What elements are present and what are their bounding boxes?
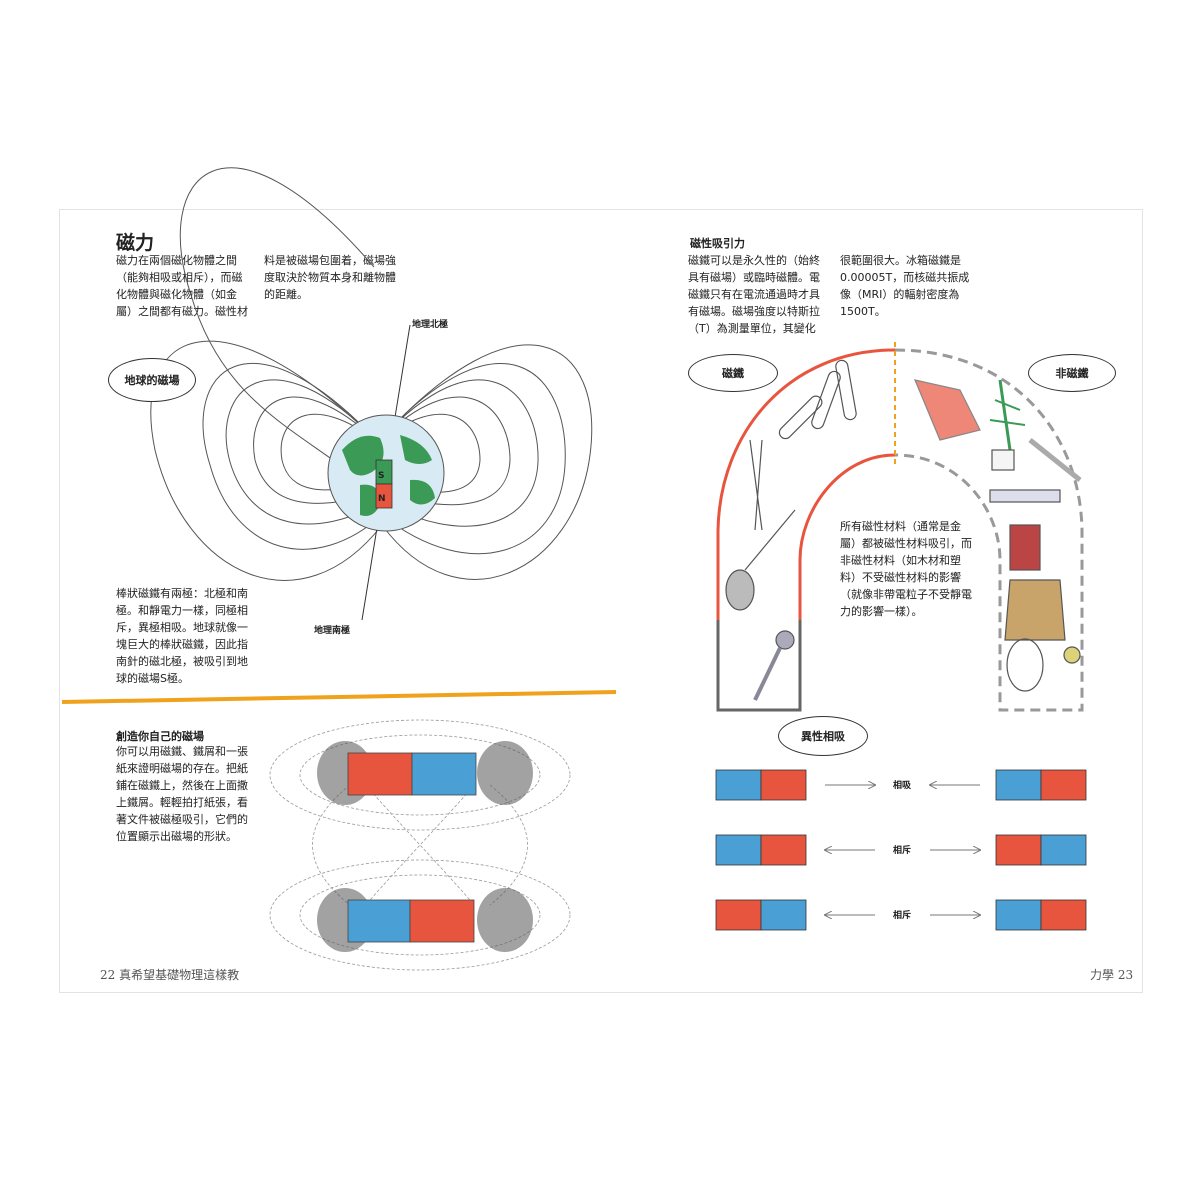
row-label-attract: 相吸 xyxy=(893,781,912,791)
folio-left: 22 真希望基礎物理這樣教 xyxy=(100,968,240,982)
opposites-attract-label: 異性相吸 xyxy=(778,716,868,756)
row-repel-2 xyxy=(715,899,1087,931)
attraction-text-col2: 很範圍很大。冰箱磁鐵是0.00005T，而核磁共振成像（MRI）的輻射密度為15… xyxy=(840,254,970,318)
row-attract xyxy=(715,769,1087,801)
intro-text-col1: 磁力在兩個磁化物體之間（能夠相吸或相斥），而磁化物體與磁化物體（如金屬）之間都有… xyxy=(116,254,248,318)
magnet-s-label: S xyxy=(378,471,385,481)
non-magnetic-label: 非磁鐵 xyxy=(1028,354,1116,392)
attraction-title: 磁性吸引力 xyxy=(690,237,745,250)
make-field-text: 你可以用磁鐵、鐵屑和一張紙來證明磁場的存在。把紙鋪在磁鐵上，然後在上面撒上鐵屑。… xyxy=(116,745,248,843)
materials-text: 所有磁性材料（通常是金屬）都被磁性材料吸引，而非磁性材料（如木材和塑料）不受磁性… xyxy=(840,520,972,618)
earth-field-diagram xyxy=(150,167,593,621)
north-pole-label: 地理北極 xyxy=(412,320,449,330)
page-title: 磁力 xyxy=(116,232,155,254)
south-pole-label: 地理南極 xyxy=(314,626,351,636)
section-divider xyxy=(61,690,617,704)
folio-right: 力學 23 xyxy=(1090,968,1134,982)
row-label-repel-1: 相斥 xyxy=(893,846,912,856)
attraction-text-col1: 磁鐵可以是永久性的（始終具有磁場）或臨時磁體。電磁鐵只有在電流通過時才具有磁場。… xyxy=(688,254,820,335)
book-spread: 磁力 磁力在兩個磁化物體之間（能夠相吸或相斥），而磁化物體與磁化物體（如金屬）之… xyxy=(59,167,1143,993)
row-repel-1 xyxy=(715,834,1087,866)
intro-text-col2: 料是被磁場包圍着，磁場強度取決於物質本身和離物體的距離。 xyxy=(264,254,396,301)
earth-field-label: 地球的磁場 xyxy=(108,358,196,402)
magnet-n-pole xyxy=(375,483,393,509)
bottom-magnet-blue xyxy=(347,899,411,943)
magnet-n-label: N xyxy=(378,494,386,504)
row-label-repel-2: 相斥 xyxy=(893,911,912,921)
bar-magnet-text: 棒狀磁鐵有兩極：北極和南極。和靜電力一樣，同極相斥，異極相吸。地球就像一塊巨大的… xyxy=(116,587,248,685)
top-magnet-blue xyxy=(411,752,477,796)
magnetic-track-diagram xyxy=(716,342,1084,712)
iron-filings-illustration xyxy=(269,719,571,971)
top-magnet-red xyxy=(347,752,413,796)
make-field-title: 創造你自己的磁場 xyxy=(116,730,204,743)
magnet-pairs xyxy=(715,769,1087,931)
bottom-magnet-red xyxy=(409,899,475,943)
magnetic-label: 磁鐵 xyxy=(688,354,778,392)
